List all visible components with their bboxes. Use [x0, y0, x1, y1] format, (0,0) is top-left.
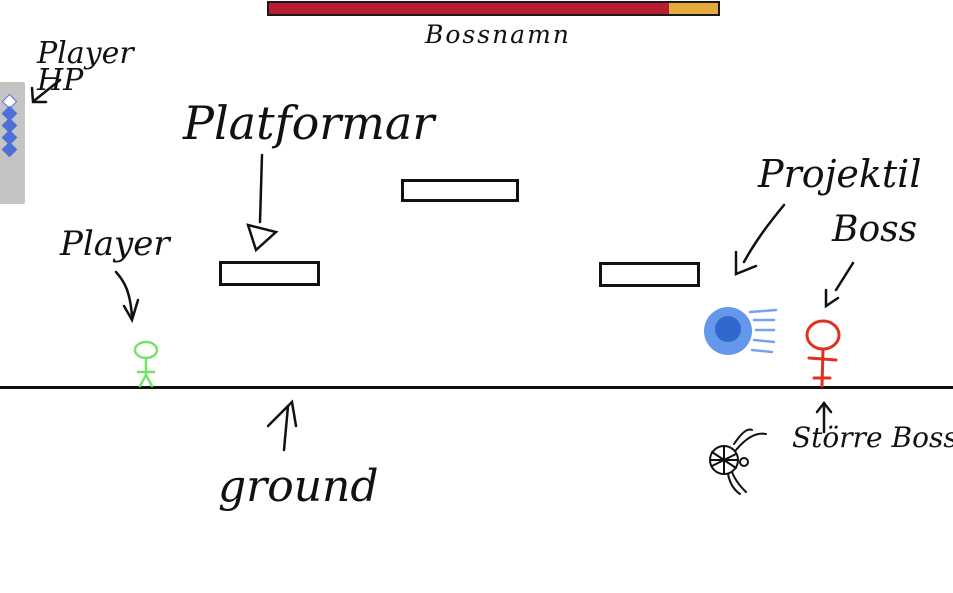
arrow-player	[114, 270, 140, 324]
player-hp-panel	[0, 82, 25, 204]
arrow-bigger-boss	[815, 400, 833, 434]
boss-health-fill	[269, 3, 669, 14]
platform-right	[599, 262, 700, 287]
boss-label: Boss	[832, 209, 918, 250]
player-hp-label: Player HP	[37, 36, 134, 98]
ground-line	[0, 386, 953, 389]
ground-label: ground	[218, 461, 379, 512]
platform-left	[219, 261, 320, 286]
arrow-boss	[824, 261, 855, 309]
arrow-platforms	[246, 153, 279, 253]
projectile-label: Projektil	[758, 152, 922, 196]
arrow-ground	[266, 399, 298, 452]
boss-sprite	[805, 319, 841, 388]
player-sprite	[133, 340, 159, 388]
boss-health-bar	[267, 1, 720, 16]
platform-top	[401, 179, 519, 202]
bigger-boss-sketch	[709, 428, 767, 495]
arrow-projectile	[734, 203, 786, 276]
player-label: Player	[60, 224, 170, 264]
projectile-sprite	[704, 307, 778, 355]
boss-name: Bossnamn	[425, 20, 571, 49]
bigger-boss-label: Större Boss	[792, 421, 953, 454]
arrow-player-hp	[30, 78, 62, 104]
platforms-label: Platformar	[183, 96, 435, 150]
